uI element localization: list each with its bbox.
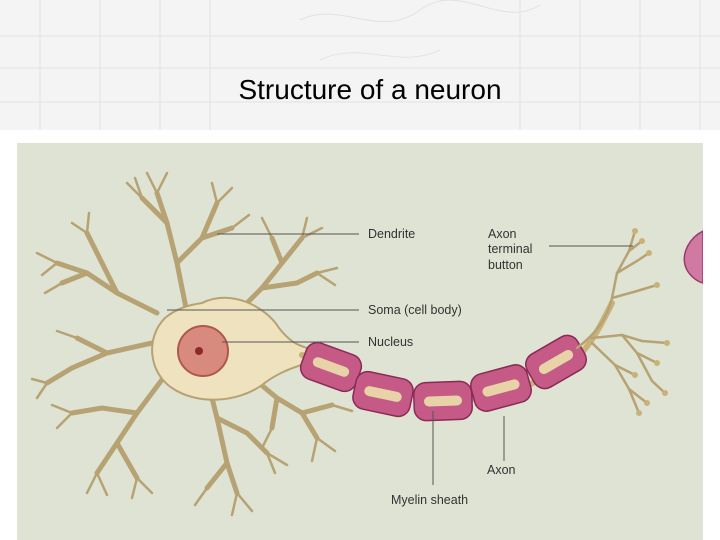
nucleolus-shape	[195, 347, 203, 355]
neuron-figure: Dendrite Axon terminal button Soma (cell…	[17, 143, 703, 540]
decorative-watermark	[0, 0, 720, 130]
label-myelin-sheath: Myelin sheath	[391, 493, 468, 507]
terminal-buttons	[632, 228, 670, 416]
label-dendrite: Dendrite	[368, 227, 415, 241]
label-axon-terminal-line2: terminal	[488, 242, 532, 256]
neuron-diagram: Dendrite Axon terminal button Soma (cell…	[30, 171, 703, 517]
target-cell-shape	[683, 230, 703, 284]
axon-terminals	[575, 229, 669, 415]
slide-title: Structure of a neuron	[238, 74, 502, 105]
label-axon: Axon	[487, 463, 516, 477]
header-background	[0, 0, 720, 130]
label-soma: Soma (cell body)	[368, 303, 462, 317]
label-axon-terminal-line3: button	[488, 258, 523, 272]
leader-lines	[167, 233, 633, 485]
soma-shape	[151, 296, 308, 401]
myelin-segments	[299, 334, 587, 422]
label-nucleus: Nucleus	[368, 335, 413, 349]
label-axon-terminal-line1: Axon	[488, 227, 517, 241]
